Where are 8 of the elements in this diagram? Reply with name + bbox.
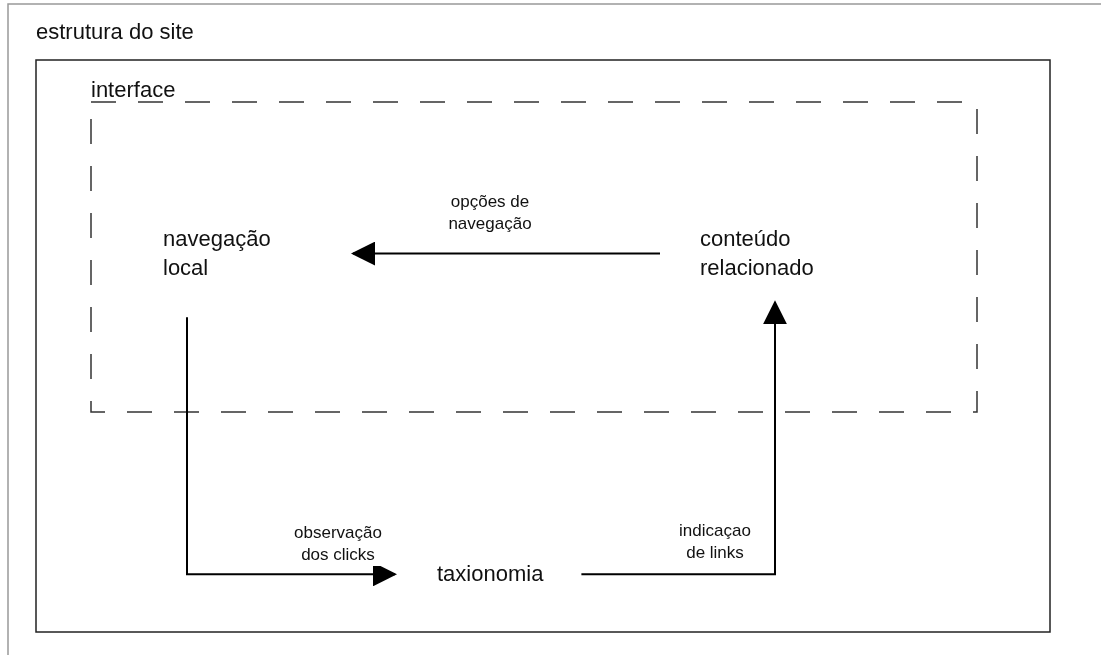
group-title: estrutura do site	[36, 20, 194, 45]
arrow	[580, 300, 787, 576]
node-label: taxionomia	[437, 560, 544, 589]
node-label: navegação local	[163, 225, 313, 283]
node-label: conteúdo relacionado	[700, 225, 850, 283]
group-title: interface	[91, 78, 176, 103]
arrow	[351, 241, 661, 266]
arrow	[186, 316, 397, 587]
